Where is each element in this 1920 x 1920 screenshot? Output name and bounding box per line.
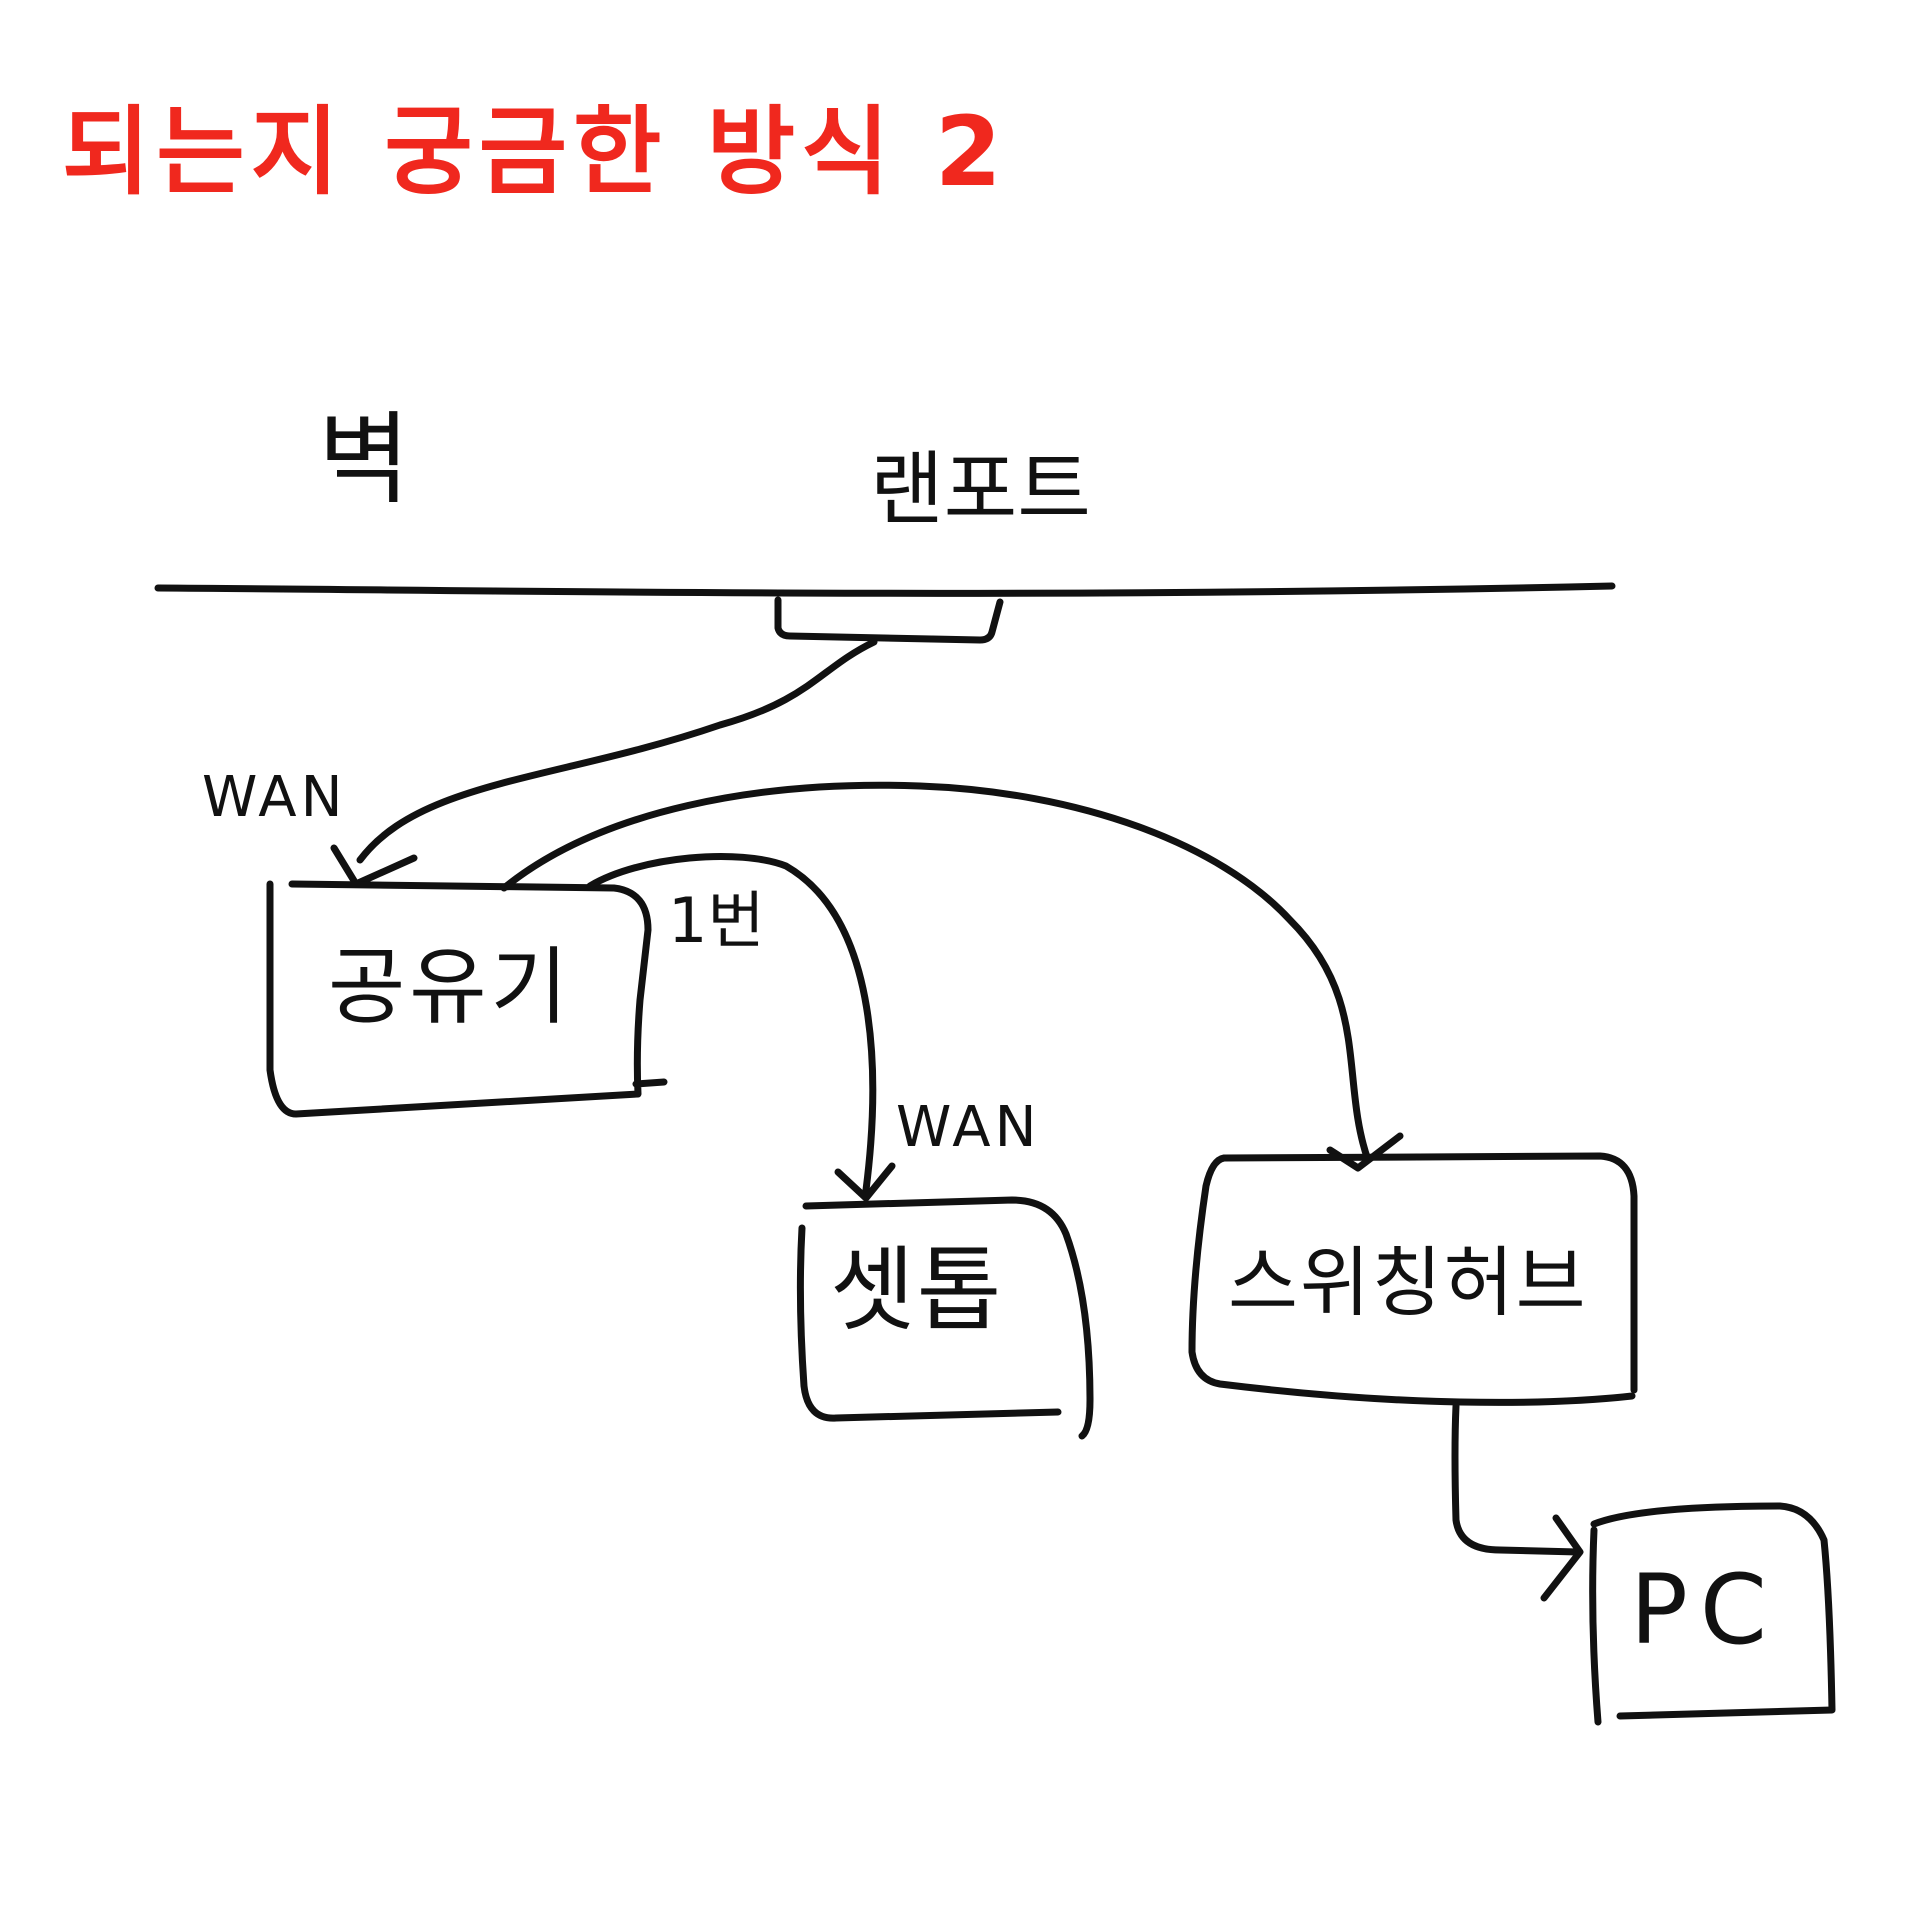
cable-router-to-settop bbox=[586, 853, 877, 1194]
arrowhead-pc bbox=[1540, 1514, 1584, 1602]
page-title: 되는지 궁금한 방식 2 bbox=[62, 96, 1008, 208]
pc-box bbox=[1589, 1502, 1836, 1726]
router-wan-label: WAN bbox=[202, 765, 347, 830]
settop-box bbox=[796, 1196, 1094, 1440]
router-label: 공유기 bbox=[328, 938, 572, 1036]
arrowhead-settop bbox=[834, 1162, 896, 1202]
arrowhead-router-wan bbox=[330, 844, 418, 888]
wall-line bbox=[154, 582, 1616, 597]
router-port1-label: 1번 bbox=[668, 884, 765, 957]
wall-label: 벽 bbox=[318, 401, 410, 518]
lan-port-label: 랜포트 bbox=[870, 443, 1091, 536]
switch-hub-label: 스위칭허브 bbox=[1228, 1238, 1588, 1327]
cable-router-to-switch bbox=[500, 781, 1372, 1164]
cable-lanport-to-router bbox=[356, 638, 878, 864]
pc-label: PC bbox=[1630, 1554, 1779, 1666]
cable-switch-to-pc bbox=[1451, 1402, 1582, 1556]
settop-label: 셋톱 bbox=[830, 1237, 1004, 1344]
lan-port-shape bbox=[774, 596, 1004, 644]
router-box bbox=[266, 880, 668, 1118]
settop-wan-label: WAN bbox=[896, 1095, 1041, 1160]
switch-box bbox=[1188, 1152, 1638, 1406]
